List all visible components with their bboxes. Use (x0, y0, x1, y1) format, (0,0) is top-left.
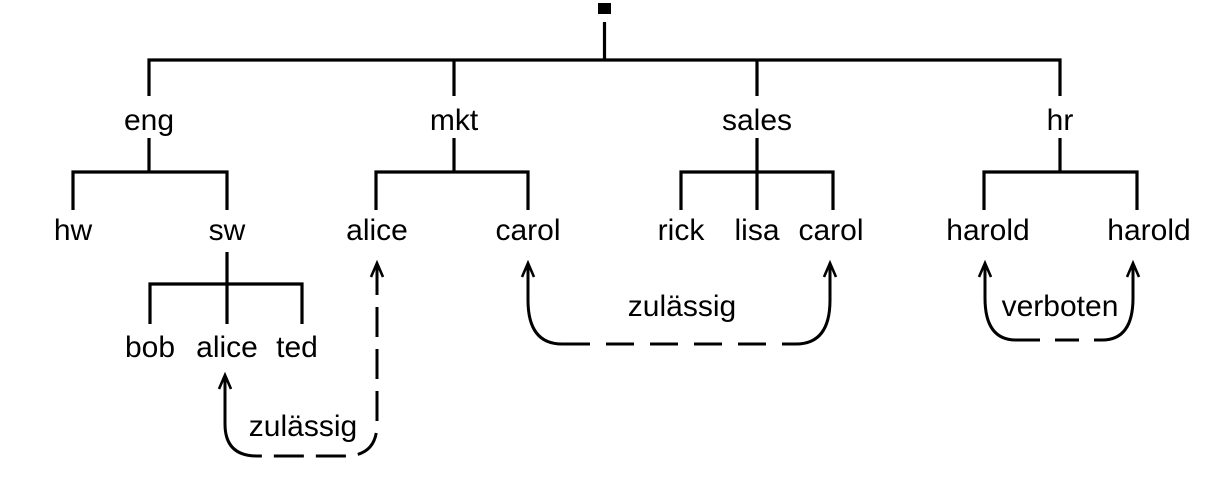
arrowhead-up-icon (977, 259, 993, 278)
node-label-mkt-carol: carol (495, 214, 560, 247)
node-label-sw-alice: alice (196, 331, 258, 364)
edge-mkt-bar (374, 170, 530, 210)
edge-level1-bar (147, 58, 1062, 96)
node-label-hr-harold-right: harold (1107, 214, 1190, 247)
link-arc-carol-carol (520, 259, 838, 346)
node-label-mkt: mkt (430, 104, 479, 137)
node-label-sales-lisa: lisa (734, 214, 779, 247)
node-labels: eng mkt sales hr hw sw alice carol rick … (54, 104, 1191, 364)
link-arc-carol-solid-left (526, 265, 563, 346)
node-label-hr-harold-left: harold (946, 214, 1029, 247)
link-arc-harold-harold (977, 259, 1141, 342)
link-arc-harold-solid-right (1101, 265, 1135, 342)
link-arc-carol-solid-right (795, 265, 832, 346)
edge-eng-bar (71, 170, 229, 210)
arrowhead-up-icon (369, 259, 385, 278)
node-label-hw: hw (54, 214, 93, 247)
node-label-mkt-alice: alice (346, 214, 408, 247)
edge-sw-bar (148, 282, 304, 324)
node-label-sw-ted: ted (276, 331, 318, 364)
node-label-sw: sw (209, 214, 246, 247)
node-label-sales-carol: carol (798, 214, 863, 247)
link-arc-alice-dashed (257, 265, 379, 458)
edge-hr-bar (982, 170, 1139, 210)
edge-sales-bar (679, 170, 835, 210)
arrowhead-up-icon (1125, 259, 1141, 278)
node-label-sw-bob: bob (125, 331, 175, 364)
node-label-sales: sales (722, 104, 792, 137)
link-arc-alice-alice (217, 259, 385, 458)
link-arcs (217, 259, 1141, 458)
link-label-verboten: verboten (1002, 290, 1119, 323)
link-labels: zulässig zulässig verboten (249, 290, 1119, 443)
node-label-eng: eng (124, 104, 174, 137)
root-node-dot (598, 3, 611, 14)
tree-edges (71, 3, 1139, 324)
link-arc-alice-solid-left (223, 377, 258, 458)
arrowhead-up-icon (217, 371, 233, 390)
link-label-zulaessig-sw: zulässig (249, 410, 357, 443)
arrowhead-up-icon (520, 259, 536, 278)
link-label-zulaessig-carol: zulässig (628, 290, 736, 323)
link-arc-harold-solid-left (983, 265, 1017, 342)
node-label-hr: hr (1047, 104, 1074, 137)
arrowhead-up-icon (822, 259, 838, 278)
node-label-sales-rick: rick (658, 214, 706, 247)
